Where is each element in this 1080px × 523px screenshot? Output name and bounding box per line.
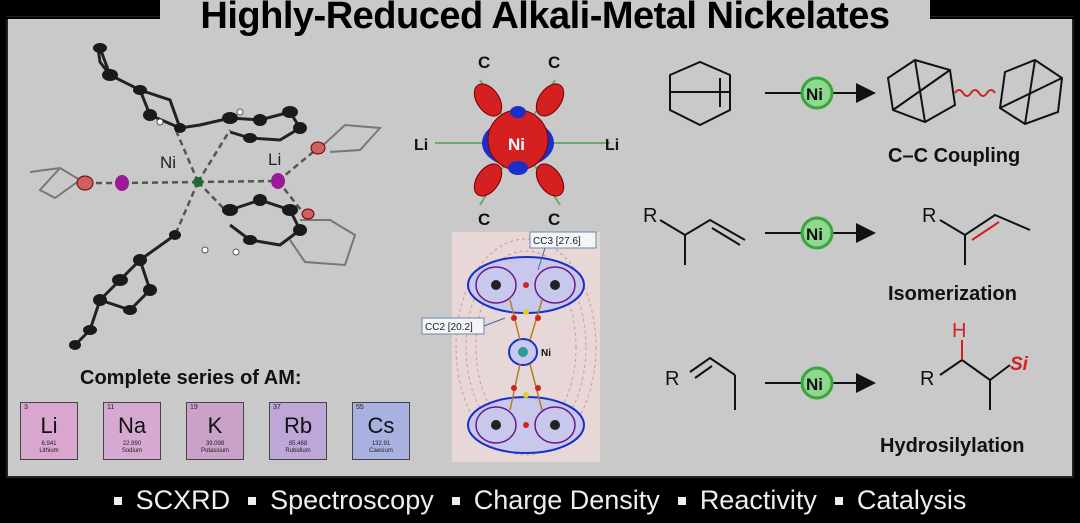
ni-catalyst-icons (800, 76, 834, 400)
topic-item: Reactivity (677, 485, 817, 516)
topic-label: Charge Density (473, 485, 660, 515)
bullet-icon (451, 496, 460, 505)
orbital-plot (435, 79, 610, 206)
crystal-structure (29, 43, 383, 350)
element-symbol: Na (117, 413, 147, 438)
orbital-c-label-2: C (548, 53, 560, 72)
reaction-label-hydrosilylation: Hydrosilylation (880, 435, 1025, 457)
bullet-icon (834, 496, 843, 505)
orbital-c-label-1: C (478, 53, 490, 72)
reaction-label-isomerization: Isomerization (888, 283, 1017, 305)
ni-label-1: Ni (806, 85, 823, 104)
topic-item: Charge Density (451, 485, 660, 516)
bullet-icon (248, 496, 257, 505)
bullet-icon (113, 496, 122, 505)
atomic-mass: 85.468 (288, 441, 308, 447)
atomic-number: 11 (107, 404, 115, 411)
topic-item: Catalysis (834, 485, 967, 516)
orbital-c-label-3: C (478, 210, 490, 229)
topic-item: SCXRD (113, 485, 231, 516)
ni-label-2: Ni (806, 225, 823, 244)
title-rule-right (925, 17, 1074, 19)
element-symbol: Cs (367, 413, 395, 438)
reaction-hydrosilylation (689, 340, 1011, 410)
ni-label-3: Ni (806, 375, 823, 394)
density-ni-label: Ni (541, 348, 551, 359)
density-cc3-label: CC3 [27.6] (533, 236, 581, 247)
title-bar: Highly-Reduced Alkali-Metal Nickelates (0, 0, 1080, 40)
orbital-li-label-left: Li (414, 137, 428, 154)
atomic-mass: 39.098 (205, 441, 225, 447)
topic-label: SCXRD (135, 485, 231, 515)
reaction-label-cc-coupling: C–C Coupling (888, 145, 1021, 167)
structure-ni-label: Ni (160, 153, 176, 172)
atomic-mass: 132.91 (371, 441, 391, 447)
reaction-isomerization (659, 213, 1031, 265)
substituent-r-3: R (665, 368, 679, 390)
element-name: Rubidium (285, 448, 311, 454)
element-name: Potassium (200, 448, 229, 454)
hydrogen-label: H (952, 320, 966, 342)
bullet-icon (677, 496, 686, 505)
charge-density-map (421, 231, 600, 462)
substituent-r-2: R (922, 205, 936, 227)
substituent-r-1: R (643, 205, 657, 227)
element-name: Caesium (369, 448, 393, 454)
element-name: Sodium (121, 448, 143, 454)
atomic-number: 55 (356, 404, 364, 411)
atomic-mass: 22.990 (122, 441, 142, 447)
atomic-number: 19 (190, 404, 198, 411)
series-label: Complete series of AM: (80, 367, 302, 389)
topic-list: SCXRD Spectroscopy Charge Density Reactivit… (0, 478, 1080, 523)
orbital-li-label-right: Li (605, 137, 619, 154)
element-symbol: Rb (283, 413, 313, 438)
silicon-label: Si (1010, 354, 1029, 375)
density-cc2-label: CC2 [20.2] (425, 322, 473, 333)
bottom-bar: SCXRD Spectroscopy Charge Density Reactivit… (0, 478, 1080, 523)
structure-li-label: Li (268, 150, 281, 169)
topic-label: Catalysis (856, 485, 967, 515)
topic-item: Spectroscopy (248, 485, 434, 516)
orbital-ni-label: Ni (508, 135, 525, 154)
atomic-mass: 6.941 (41, 441, 57, 447)
atomic-number: 37 (273, 404, 281, 411)
reaction-cc-coupling (669, 58, 1064, 127)
page-title: Highly-Reduced Alkali-Metal Nickelates (160, 0, 930, 36)
topic-label: Reactivity (699, 485, 817, 515)
topic-label: Spectroscopy (270, 485, 434, 515)
atomic-number: 3 (24, 404, 28, 411)
element-symbol: K (207, 413, 223, 438)
title-rule-left (6, 17, 166, 19)
element-symbol: Li (40, 413, 58, 438)
orbital-c-label-4: C (548, 210, 560, 229)
illustration: Ni Li C C C C Li Li Ni (29, 43, 1064, 462)
element-name: Lithium (39, 448, 59, 454)
substituent-r-4: R (920, 368, 934, 390)
